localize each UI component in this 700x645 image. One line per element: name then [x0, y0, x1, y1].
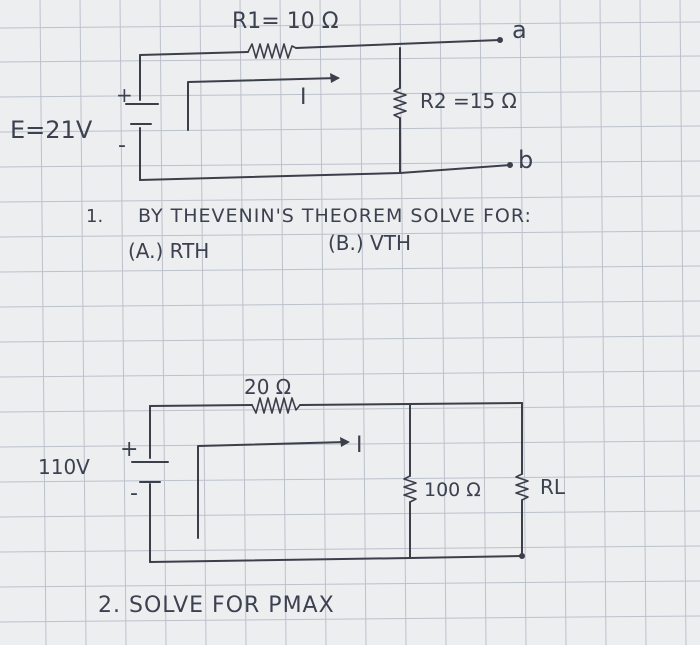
c2-bottom-wire — [149, 555, 523, 563]
node-b-label: b — [518, 146, 533, 174]
problem-1: 1. BY THEVENIN'S THEOREM SOLVE FOR: (A.)… — [86, 205, 532, 263]
current-label-c2: I — [356, 433, 363, 458]
r1-label: R1= 10 Ω — [232, 9, 339, 34]
problem-2-statement: 2. SOLVE FOR PMAX — [98, 593, 335, 618]
current-loop-arrow-c2 — [197, 441, 347, 539]
source-e-label: E=21V — [10, 116, 93, 144]
r2-resistor-symbol — [393, 87, 407, 119]
circuit-1: R1= 10 Ω R2 =15 Ω E=21V + - I a b — [10, 9, 533, 181]
problem-1-number: 1. — [86, 206, 103, 227]
c1-bottom-wire — [139, 164, 511, 181]
r20-label: 20 Ω — [244, 375, 291, 399]
problem-1-part-b: (B.) VTH — [328, 231, 411, 255]
current-label-c1: I — [300, 85, 307, 110]
r20-resistor-symbol — [251, 397, 301, 414]
problem-1-statement: BY THEVENIN'S THEOREM SOLVE FOR: — [138, 205, 532, 227]
node-a-terminal — [497, 37, 503, 43]
node-a-label: a — [512, 16, 527, 44]
source-110v-plus: + — [120, 437, 138, 462]
source-e-minus: - — [118, 133, 126, 158]
r100-label: 100 Ω — [424, 479, 481, 501]
source-110v-label: 110V — [38, 455, 90, 479]
current-arrowhead-c1 — [330, 73, 340, 83]
r100-resistor-symbol — [403, 475, 417, 503]
rl-resistor-symbol — [515, 473, 529, 501]
current-loop-arrow-c1 — [187, 77, 339, 131]
rl-label: RL — [540, 475, 566, 499]
circuit-2: 20 Ω 110V + - I 100 Ω RL — [38, 375, 566, 563]
problem-1-part-a: (A.) RTH — [128, 239, 209, 263]
r2-label: R2 =15 Ω — [420, 89, 517, 113]
node-b-terminal — [507, 162, 513, 168]
r1-resistor-symbol — [247, 43, 297, 59]
current-arrowhead-c2 — [340, 437, 350, 447]
c2-top-wire — [149, 402, 523, 421]
source-110v-minus: - — [130, 481, 138, 506]
source-e-plus: + — [116, 83, 133, 107]
